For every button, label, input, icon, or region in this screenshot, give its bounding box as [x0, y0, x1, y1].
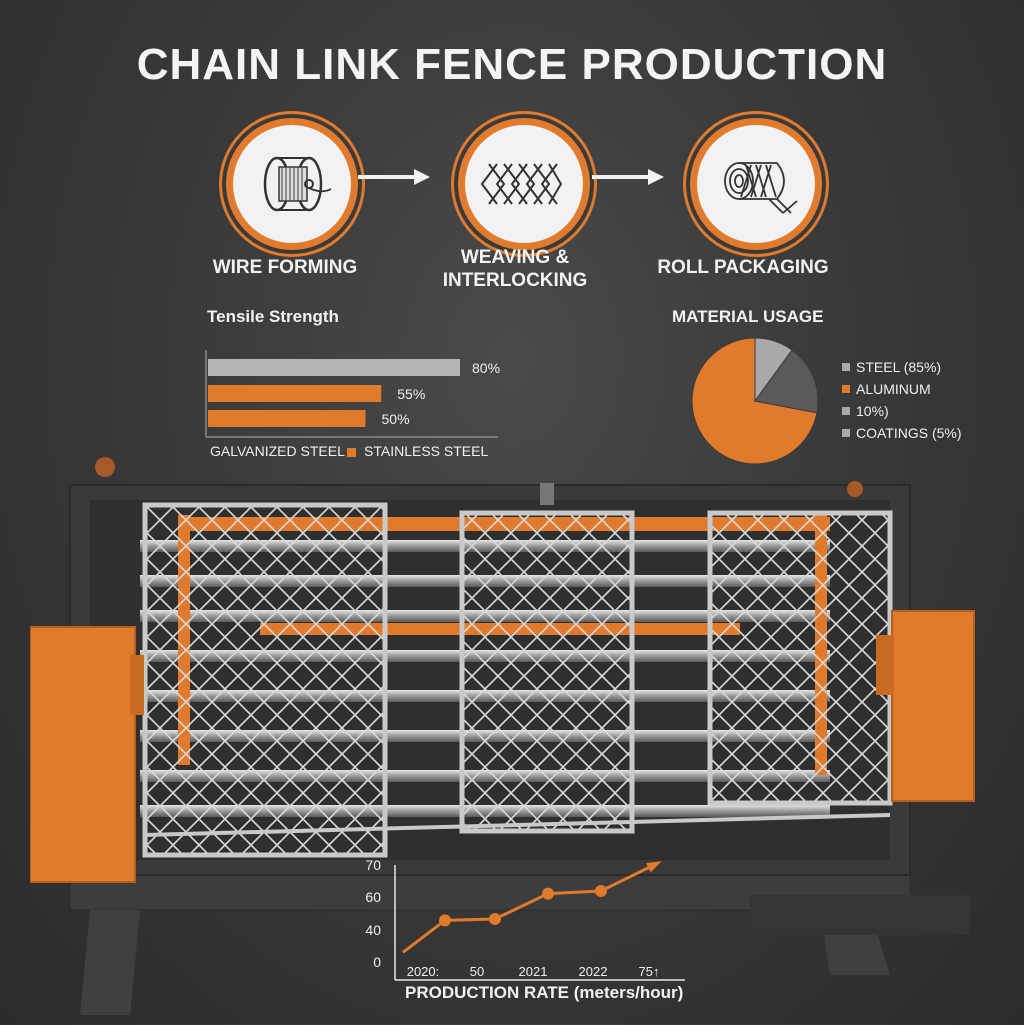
line-arrowhead: [646, 861, 662, 873]
data-point: [542, 887, 554, 900]
legend-swatch: [842, 429, 850, 437]
fence-roll-icon: [690, 118, 822, 250]
step-label-weaving: WEAVING & INTERLOCKING: [442, 247, 588, 291]
material-chart-title: MATERIAL USAGE: [672, 307, 824, 326]
wire-spool-icon: [226, 118, 358, 250]
pie-legend: STEEL (85%) ALUMINUM 10%) COATINGS (5%): [842, 356, 962, 444]
legend-stainless: STAINLESS STEEL: [364, 443, 489, 459]
tensile-bar-label: 50%: [382, 411, 410, 427]
tensile-strength-chart: 80% 55% 50%: [205, 350, 500, 438]
y-tick-label: 0: [373, 954, 381, 970]
legend-swatch: [842, 363, 850, 371]
pie-legend-item: ALUMINUM: [842, 378, 962, 400]
pie-legend-item: STEEL (85%): [842, 356, 962, 378]
arrow-right-icon: [358, 167, 430, 187]
tensile-bar: [208, 359, 460, 376]
chain-link-machine-illustration: [30, 457, 975, 1015]
pie-slice: [754, 349, 819, 414]
x-tick-label: 2022: [579, 964, 608, 979]
mesh-weave-icon: [458, 118, 590, 250]
tensile-chart-title: Tensile Strength: [207, 307, 339, 326]
x-tick-label: 2020:: [407, 964, 440, 979]
production-rate-line: [402, 861, 659, 954]
pie-legend-item: 10%): [842, 400, 962, 422]
x-tick-label: 50: [470, 964, 484, 979]
arrow-right-icon: [592, 167, 664, 187]
legend-swatch: [842, 385, 850, 393]
legend-swatch-stainless: [347, 448, 356, 457]
tensile-bar-label: 80%: [472, 360, 500, 376]
y-tick-label: 70: [365, 857, 381, 873]
data-point: [489, 913, 501, 925]
legend-swatch: [842, 407, 850, 415]
page-title: CHAIN LINK FENCE PRODUCTION: [136, 40, 888, 89]
production-rate-xlabel: PRODUCTION RATE (meters/hour): [405, 983, 684, 1002]
legend-galvanized: GALVANIZED STEEL: [210, 443, 345, 459]
pie-legend-item: COATINGS (5%): [842, 422, 962, 444]
step-label-roll-packaging: ROLL PACKAGING: [657, 257, 829, 278]
y-tick-label: 60: [365, 889, 381, 905]
x-tick-label: 75↑: [639, 964, 660, 979]
x-tick-label: 2021: [519, 964, 548, 979]
production-rate-chart: 70 60 40 0 2020: 50 2021 2022 75↑: [365, 857, 685, 981]
y-tick-label: 40: [365, 922, 381, 938]
tensile-bar: [208, 410, 366, 427]
data-point: [439, 914, 451, 927]
tensile-bar-label: 55%: [397, 386, 425, 402]
data-point: [595, 885, 607, 897]
material-usage-pie: [691, 337, 819, 465]
tensile-bar: [208, 385, 382, 402]
step-label-wire-forming: WIRE FORMING: [212, 257, 358, 278]
